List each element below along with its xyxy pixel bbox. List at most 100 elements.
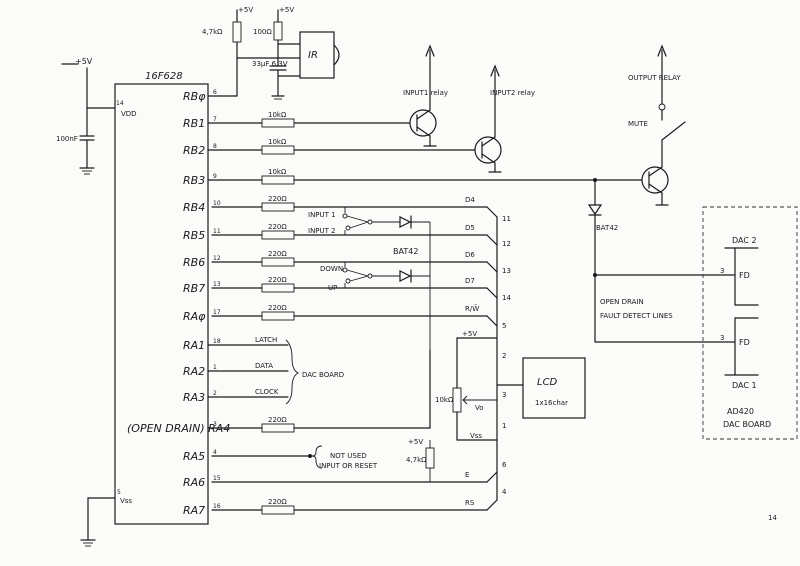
ic-pin-label: RA3 [183,391,205,404]
switch-input1: INPUT 1 [308,211,336,219]
ic-pin-num: 14 [116,100,124,107]
ad420-dac-board: DAC 2 FD 3 FD 3 DAC 1 AD420 DAC BOARD [702,206,798,440]
pot-label: 10kΩ [435,396,454,404]
bus-d5: D5 [465,224,475,232]
ic-pin-label: RB7 [183,282,205,295]
ic-pin-label: RB3 [183,174,205,187]
r1-label: 10kΩ [268,111,287,119]
ir-plus5v-1: +5V [238,6,253,14]
ad420-name: AD420 [727,407,754,416]
switch-up: UP [328,284,337,292]
bus-pin-num: 12 [502,240,511,248]
ic-pin-label: RA2 [183,365,205,378]
bat42-label: BAT42 [393,247,418,256]
switch-down: DOWN [320,265,343,273]
ic-pin-num: 13 [213,281,221,288]
ir-plus5v-2: +5V [279,6,294,14]
r8-label: 220Ω [268,304,287,312]
r3-label: 10kΩ [268,168,287,176]
ic-pin-num: 17 [213,309,221,316]
bus-pin-num: 11 [502,215,511,223]
ic-pin-num: 4 [213,449,217,456]
ic-pin-label: RA7 [183,504,205,517]
ic-pin-label: RB5 [183,229,205,242]
lcd-title: LCD [537,377,558,388]
dac1-fd: FD [739,338,750,347]
ic-pin-num: 6 [213,89,217,96]
ic-pin-label: Vss [120,497,132,505]
lcd-data-lines: 220Ω D4 220Ω D5 220Ω D6 220Ω D7 220Ω R/W… [211,195,498,350]
ic-pin-label: RA5 [183,450,205,463]
dac2-label: DAC 2 [732,236,757,245]
ir-res2-label: 100Ω [253,28,272,36]
dac1-pin: 3 [720,334,724,342]
lcd-vo: Vo [475,404,484,412]
bus-d4: D4 [465,196,475,204]
ic-pin-num: 3 [213,421,217,428]
ic-pin-num: 8 [213,143,217,150]
ic-pin-num: 16 [213,503,221,510]
bus-d7: D7 [465,277,475,285]
r9-label: 220Ω [268,416,287,424]
dac2-pin: 3 [720,267,724,275]
dac-board-lines: LATCH DATA CLOCK DAC BOARD [207,336,344,405]
bus-d6: D6 [465,251,475,259]
ic-pin-num: 12 [213,255,221,262]
ic-pin-num: 7 [213,116,217,123]
ir-cap-label: 33µF 6,3V [252,60,288,68]
pullup-v: +5V [408,438,423,446]
bus-pin-num: 14 [502,294,511,302]
ic-pin-num: 2 [213,390,217,397]
ic-pin-label: RA6 [183,476,205,489]
ic-pin-num: 15 [213,475,221,482]
ir-label: IR [308,50,318,61]
input2-relay-label: INPUT2 relay [490,89,535,97]
ic-pin-label: VDD [121,110,137,118]
r7-label: 220Ω [268,276,287,284]
mute-label: MUTE [628,120,648,128]
lcd-plus5v: +5V [462,330,477,338]
bus-pin-num: 4 [502,488,507,496]
ic-pin-num: 11 [213,228,221,235]
input1-relay-label: INPUT1 relay [403,89,448,97]
bus-pin-num: 3 [502,391,506,399]
dac-board-name: DAC BOARD [723,420,771,429]
ic-pin-label: RB2 [183,144,205,157]
notused-line2: INPUT OR RESET [319,462,378,470]
decoupling-cap-label: 100nF [56,135,78,143]
r2-label: 10kΩ [268,138,287,146]
ic-pin-label: RB1 [183,117,205,130]
lower-lines: 220Ω NOT USED INPUT OR RESET E +5V 4,7kΩ… [207,349,498,515]
bus-pin-num: 2 [502,352,506,360]
clock-label: CLOCK [255,388,279,396]
ic-pin-num: 9 [213,173,217,180]
ic-pin-num: 1 [213,364,217,371]
fault-line2: FAULT DETECT LINES [600,312,673,320]
ic-pin-label: (OPEN DRAIN) RA4 [127,422,230,435]
bus-rw: R/W̄ [465,304,479,313]
data-label: DATA [255,362,273,370]
ic-pin-label: RBφ [183,90,206,103]
ic-pin-num: 10 [213,200,221,207]
pullup-label: 4,7kΩ [406,456,427,464]
r10-label: 220Ω [268,498,287,506]
lcd-module: LCD 1x16char +5V 10kΩ Vo Vss [435,330,586,441]
bus-pin-num: 13 [502,267,511,275]
bus-e: E [465,471,469,479]
bus-rs: RS [465,499,475,507]
bus-pin-num: 1 [502,422,506,430]
switch-input2: INPUT 2 [308,227,336,235]
r4-label: 220Ω [268,195,287,203]
output-relay-label: OUTPUT RELAY [628,74,681,82]
ic-pin-label: RB6 [183,256,205,269]
ic-pin-label: RAφ [183,310,206,323]
ic-pin-label: RA1 [183,339,205,352]
ir-receiver-circuit: +5V 4,7kΩ +5V 100Ω 33µF 6,3V IR [202,6,340,100]
latch-label: LATCH [255,336,277,344]
dac2-fd: FD [739,271,750,280]
vdd-supply: +5V 100nF [56,57,116,175]
lcd-subtitle: 1x16char [535,399,568,407]
ic-pin-label: RB4 [183,201,205,214]
